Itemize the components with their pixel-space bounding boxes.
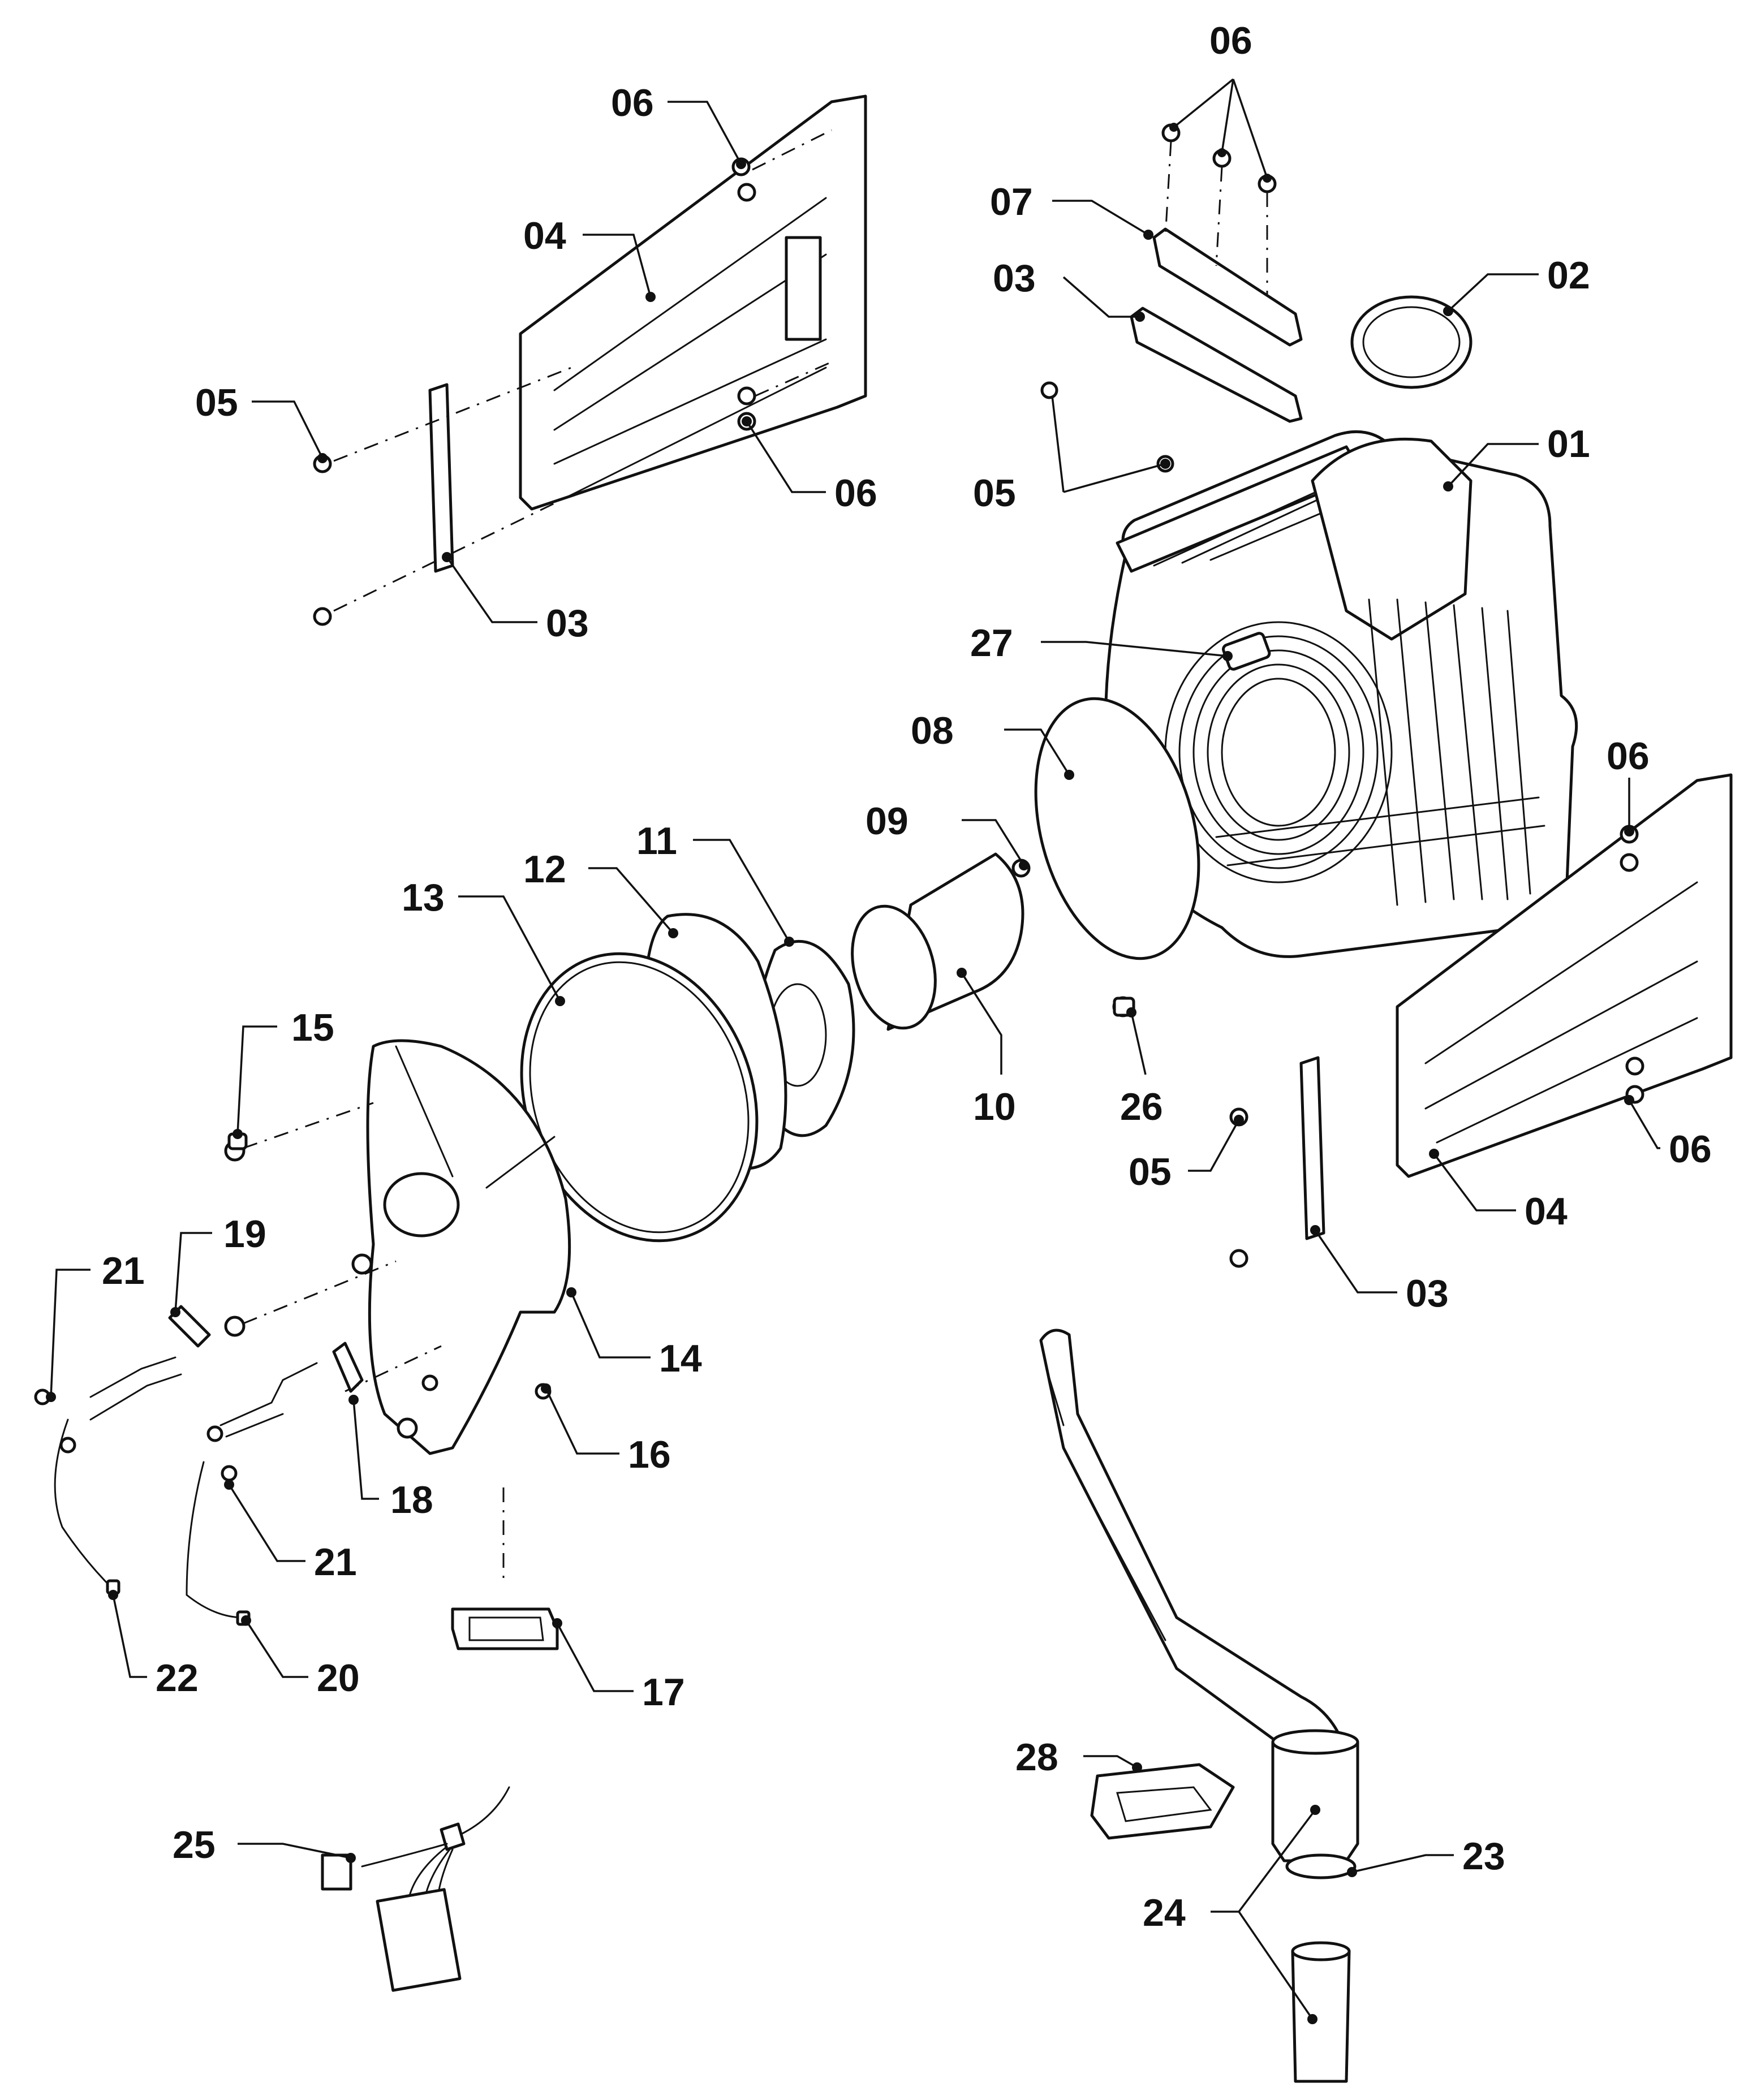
part-bracket-03-top [1130, 307, 1303, 423]
part-wiring-harness [321, 1786, 510, 1992]
part-bracket-07 [1152, 227, 1303, 347]
svg-text:04: 04 [1525, 1190, 1568, 1233]
callout-03-left: 03 [442, 552, 589, 645]
svg-text:09: 09 [866, 800, 909, 843]
callout-09: 09 [866, 800, 1029, 870]
svg-text:08: 08 [911, 709, 954, 752]
svg-text:17: 17 [642, 1671, 685, 1714]
callout-10: 10 [957, 968, 1016, 1128]
callout-06-top-center: 06 [1169, 19, 1272, 183]
callout-21-left: 21 [46, 1249, 145, 1402]
svg-text:27: 27 [970, 622, 1013, 665]
part-side-panel-left [313, 94, 867, 626]
callout-07: 07 [990, 180, 1153, 240]
callout-16: 16 [541, 1383, 671, 1476]
svg-text:06: 06 [1209, 19, 1252, 62]
svg-text:19: 19 [223, 1213, 266, 1256]
callout-05-left: 05 [195, 381, 328, 463]
svg-text:23: 23 [1462, 1835, 1505, 1878]
svg-text:06: 06 [1669, 1128, 1712, 1171]
svg-text:18: 18 [390, 1478, 433, 1521]
part-electrodes [34, 1305, 364, 1626]
svg-text:10: 10 [973, 1085, 1016, 1128]
callout-20: 20 [241, 1615, 360, 1700]
callout-04-left: 04 [523, 214, 656, 302]
callout-02: 02 [1443, 254, 1590, 316]
screws-top [1040, 123, 1277, 473]
callout-06-middle-left: 06 [742, 416, 877, 515]
callout-24: 24 [1143, 1805, 1320, 2024]
svg-text:06: 06 [834, 472, 877, 515]
callout-22: 22 [108, 1590, 199, 1700]
callout-08: 08 [911, 709, 1074, 780]
callout-04-right: 04 [1429, 1149, 1568, 1233]
svg-text:02: 02 [1547, 254, 1590, 297]
svg-text:15: 15 [291, 1006, 334, 1049]
svg-text:21: 21 [102, 1249, 145, 1292]
part-siphon-assembly [1039, 1329, 1359, 2083]
callout-06-right-bottom: 06 [1624, 1095, 1712, 1171]
svg-text:05: 05 [195, 381, 238, 424]
callout-12: 12 [523, 848, 678, 938]
svg-text:12: 12 [523, 848, 566, 891]
svg-text:05: 05 [1129, 1150, 1172, 1193]
svg-text:20: 20 [317, 1657, 360, 1700]
svg-text:07: 07 [990, 180, 1033, 223]
svg-text:24: 24 [1143, 1891, 1186, 1934]
callout-25: 25 [173, 1823, 356, 1866]
svg-text:06: 06 [1607, 735, 1650, 778]
callout-03-right: 03 [1310, 1225, 1449, 1315]
svg-text:25: 25 [173, 1823, 216, 1866]
part-burner-housing [224, 1039, 571, 1455]
callout-21-bottom: 21 [224, 1480, 357, 1584]
svg-text:22: 22 [156, 1657, 199, 1700]
callout-26: 26 [1120, 1007, 1163, 1128]
callout-28: 28 [1015, 1736, 1142, 1779]
callout-18: 18 [348, 1395, 433, 1521]
svg-text:16: 16 [628, 1433, 671, 1476]
part-cylinder-10 [851, 852, 1031, 1031]
svg-text:21: 21 [314, 1541, 357, 1584]
callout-15: 15 [232, 1006, 334, 1139]
svg-text:03: 03 [993, 257, 1036, 300]
svg-text:03: 03 [1406, 1272, 1449, 1315]
callout-03-top: 03 [993, 257, 1145, 322]
part-gasket-17 [451, 1487, 559, 1650]
svg-text:11: 11 [636, 820, 677, 863]
svg-text:06: 06 [611, 81, 654, 124]
svg-text:04: 04 [523, 214, 566, 257]
svg-text:26: 26 [1120, 1085, 1163, 1128]
svg-text:13: 13 [402, 876, 445, 919]
callout-23: 23 [1347, 1835, 1505, 1878]
callout-17: 17 [552, 1618, 685, 1714]
callout-01: 01 [1443, 422, 1590, 491]
part-plate-08 [1034, 697, 1200, 960]
part-gasket-02 [1350, 295, 1472, 389]
svg-text:03: 03 [546, 602, 589, 645]
callout-14: 14 [566, 1287, 702, 1380]
svg-text:14: 14 [659, 1337, 702, 1380]
callout-05-top: 05 [973, 395, 1170, 515]
svg-text:01: 01 [1547, 422, 1590, 465]
part-heat-exchanger [1104, 430, 1578, 958]
callout-06-right-top: 06 [1607, 735, 1650, 836]
callout-11: 11 [636, 820, 794, 947]
callout-27: 27 [970, 622, 1233, 665]
callout-19: 19 [170, 1213, 266, 1317]
callout-05-right: 05 [1129, 1115, 1244, 1193]
callout-06-top-left: 06 [611, 81, 746, 169]
svg-text:05: 05 [973, 472, 1016, 515]
callout-13: 13 [402, 876, 565, 1006]
svg-text:28: 28 [1015, 1736, 1058, 1779]
